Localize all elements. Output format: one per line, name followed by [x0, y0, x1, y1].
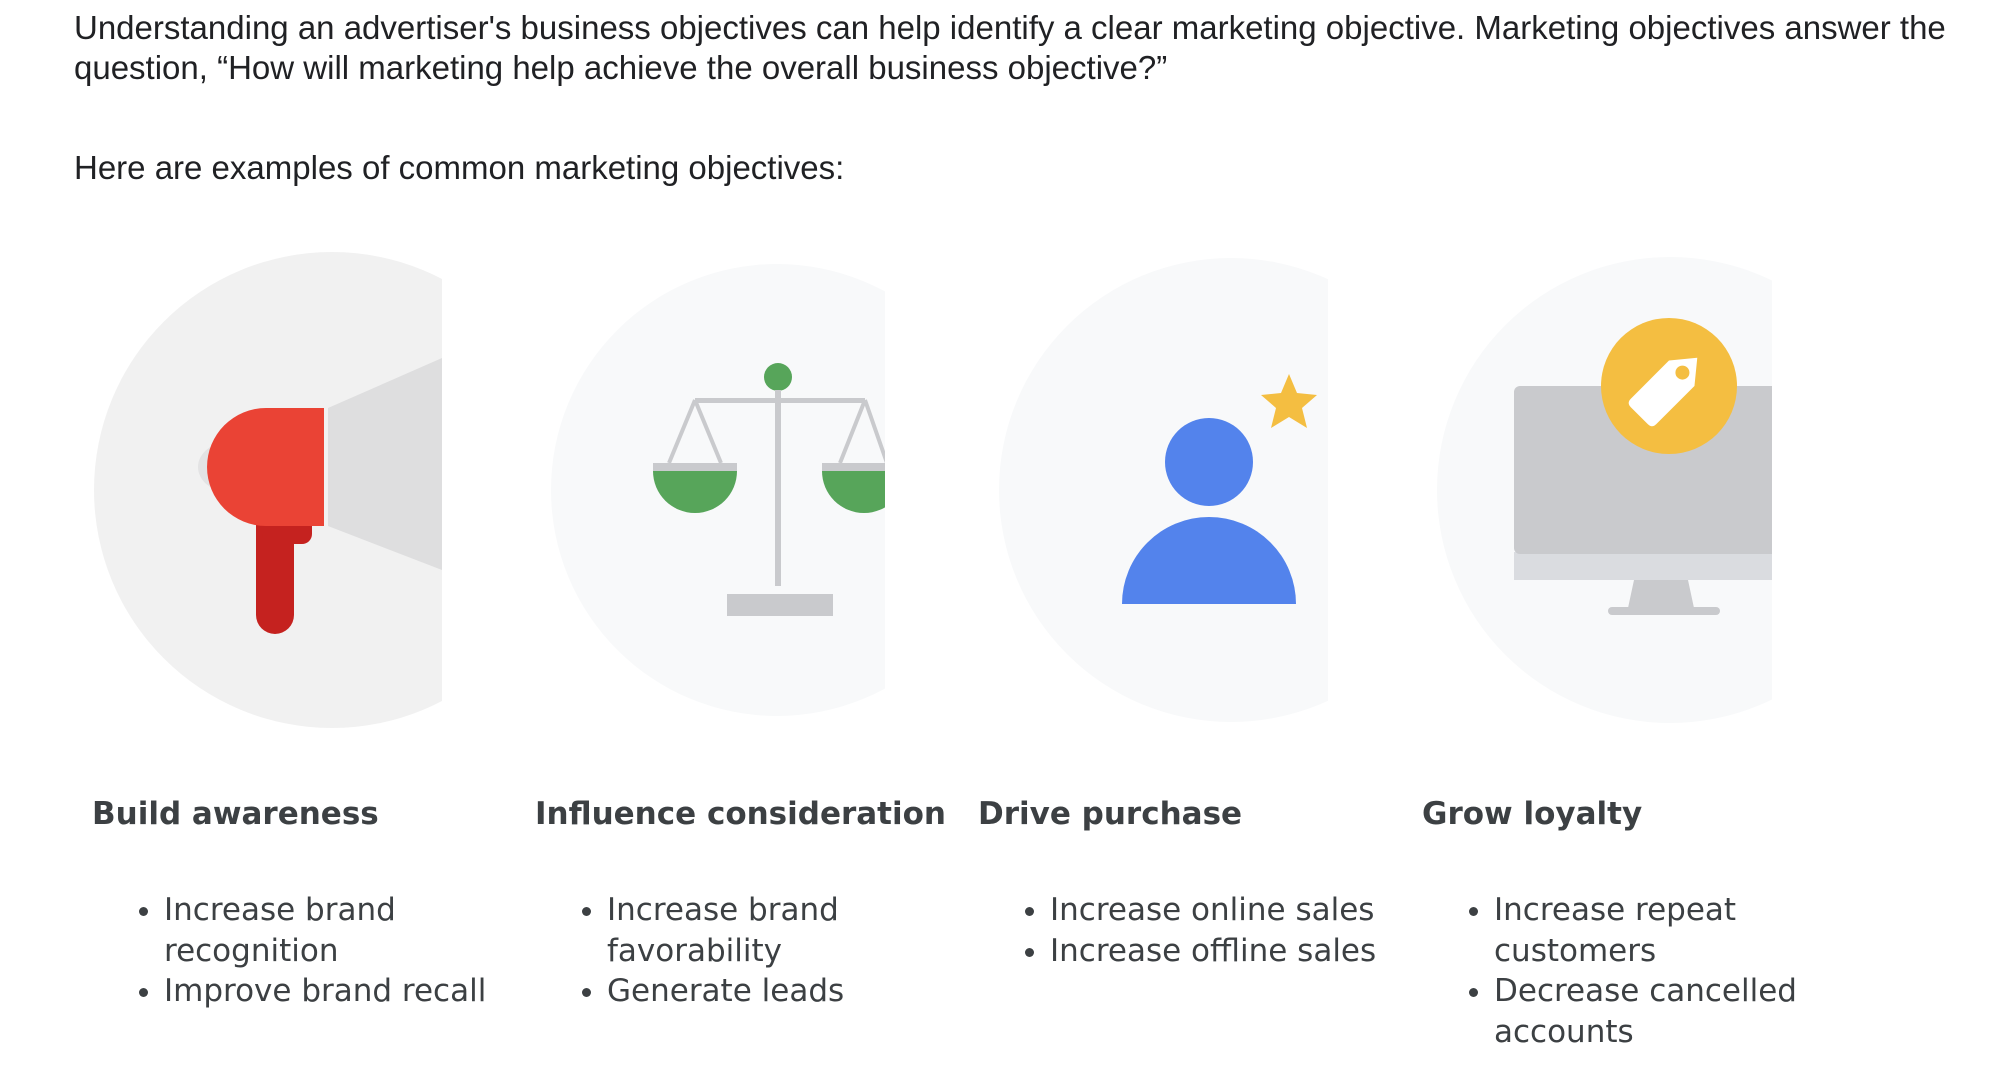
list-item: Generate leads: [607, 971, 937, 1012]
objective-list: Increase brand recognition Improve brand…: [92, 890, 494, 1012]
list-item: Decrease cancelled accounts: [1494, 971, 1824, 1052]
objective-list: Increase repeat customers Decrease cance…: [1422, 890, 1824, 1052]
balance-scale-icon: [535, 240, 895, 740]
list-item: Increase offline sales: [1050, 931, 1380, 972]
intro-paragraph: Understanding an advertiser's business o…: [74, 9, 1946, 86]
list-item: Increase online sales: [1050, 890, 1380, 931]
person-star-icon: [978, 240, 1338, 740]
lead-sentence: Here are examples of common marketing ob…: [74, 149, 845, 186]
list-item: Improve brand recall: [164, 971, 494, 1012]
list-item: Increase brand recognition: [164, 890, 494, 971]
objective-title: Drive purchase: [978, 796, 1243, 832]
megaphone-icon: [92, 240, 452, 740]
list-item: Increase brand favorability: [607, 890, 937, 971]
monitor-price-tag-icon: [1422, 240, 1782, 740]
objective-title: Build awareness: [92, 796, 379, 832]
objective-title: Influence consideration: [535, 796, 946, 832]
objective-list: Increase brand favorability Generate lea…: [535, 890, 937, 1012]
objective-list: Increase online sales Increase offline s…: [978, 890, 1380, 971]
objective-title: Grow loyalty: [1422, 796, 1643, 832]
list-item: Increase repeat customers: [1494, 890, 1824, 971]
